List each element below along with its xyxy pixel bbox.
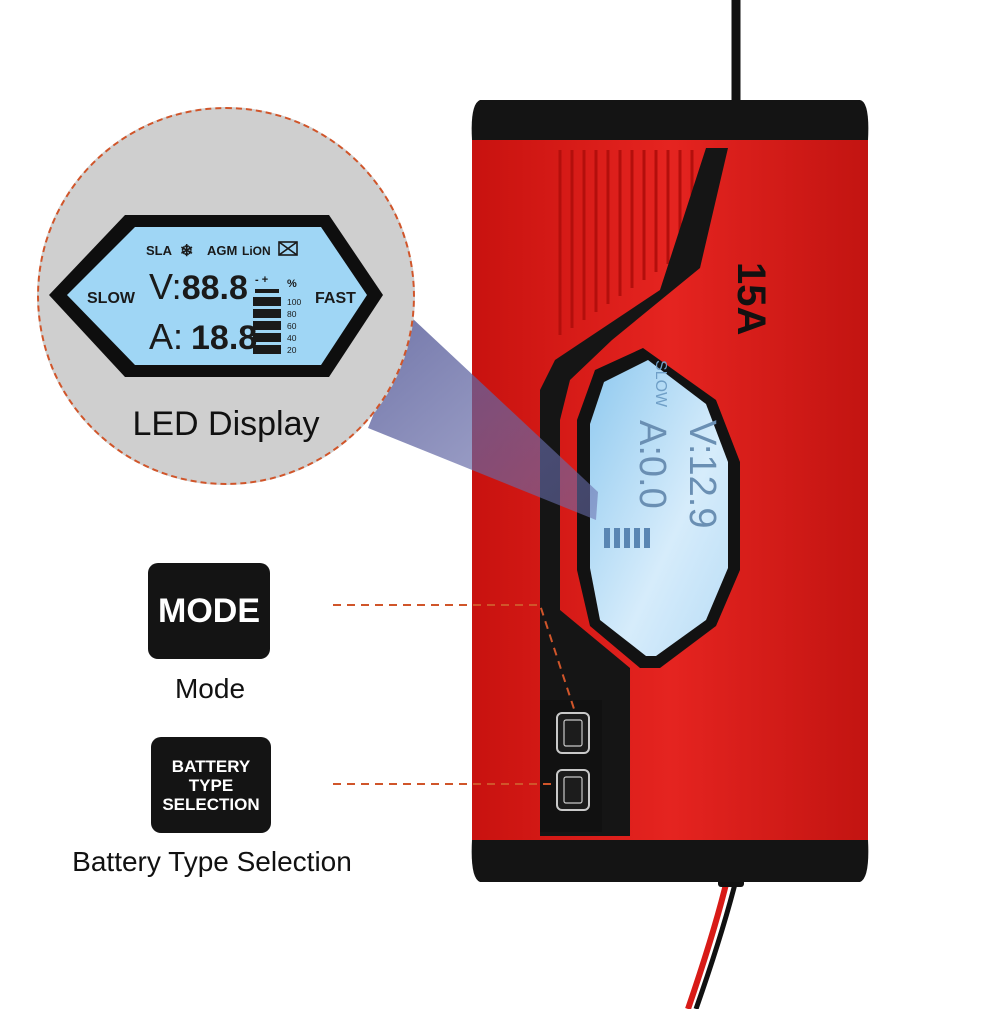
snowflake-icon: ❄ xyxy=(180,243,193,260)
mode-badge-label: MODE xyxy=(158,592,260,630)
lcd-slow-label: SLOW xyxy=(87,290,136,307)
lcd-type-sla: SLA xyxy=(146,243,173,258)
lcd-level-100: 100 xyxy=(287,297,301,307)
device-lcd-amp: A:0.0 xyxy=(631,420,673,509)
lcd-zoom-graphic: SLA ❄ AGM LiON SLOW FAST V:88.8 A:18.8 -… xyxy=(49,215,383,377)
lcd-level-40: 40 xyxy=(287,333,297,343)
black-cable-bottom xyxy=(693,879,739,1009)
zoom-beam xyxy=(368,318,598,520)
device-lcd-slow: SLOW xyxy=(652,360,669,408)
battery-error-icon xyxy=(278,241,298,256)
battery-gauge-icon xyxy=(253,289,281,354)
control-panel-swoosh xyxy=(540,148,728,836)
battery-badge-line-3: SELECTION xyxy=(162,795,260,814)
lcd-level-20: 20 xyxy=(287,345,297,355)
lcd-type-lion: LiON xyxy=(242,244,271,258)
lcd-percent: % xyxy=(287,278,297,290)
battery-type-badge: BATTERY TYPE SELECTION xyxy=(151,737,271,833)
device-lcd-screen xyxy=(590,360,728,656)
lcd-level-60: 60 xyxy=(287,321,297,331)
mode-badge: MODE xyxy=(148,563,270,659)
lcd-level-80: 80 xyxy=(287,309,297,319)
device-lcd-bars xyxy=(604,528,650,548)
battery-type-button[interactable] xyxy=(556,769,590,811)
mode-leader-line xyxy=(333,604,576,713)
lcd-fast-label: FAST xyxy=(315,290,356,307)
red-cable-bottom xyxy=(685,879,730,1009)
rating-label: 15A xyxy=(729,262,773,335)
mode-button[interactable] xyxy=(556,712,590,754)
battery-badge-line-1: BATTERY xyxy=(171,757,251,776)
battery-badge-line-2: TYPE xyxy=(188,776,234,795)
lcd-amp-reading: A:18.8 xyxy=(149,316,257,357)
lcd-callout-title: LED Display xyxy=(132,405,320,443)
lcd-terminals: - + xyxy=(255,274,268,286)
battery-type-caption: Battery Type Selection xyxy=(72,846,352,877)
device-lcd-volt: V:12.9 xyxy=(681,420,723,528)
lcd-volt-reading: V:88.8 xyxy=(149,266,248,307)
lcd-type-agm: AGM xyxy=(207,243,237,258)
mode-caption: Mode xyxy=(174,673,246,704)
lcd-zoom-callout: SLA ❄ AGM LiON SLOW FAST V:88.8 A:18.8 -… xyxy=(37,107,415,485)
